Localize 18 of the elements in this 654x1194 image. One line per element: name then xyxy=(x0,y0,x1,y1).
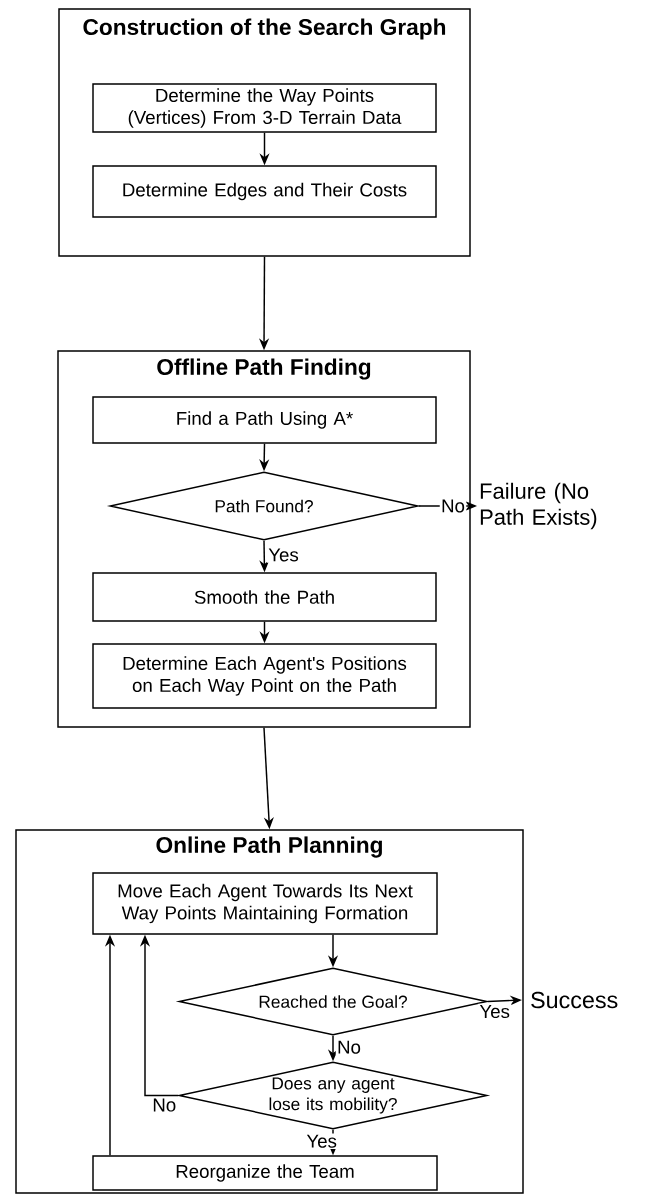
group-title: Online Path Planning xyxy=(156,836,382,858)
process-box: Determine Each Agent's Positions on Each Way Point on the Path xyxy=(92,643,437,709)
process-box: Determine the Way Points (Vertices) From 3-D Terrain Data xyxy=(92,83,437,133)
group-title: Construction of the Search Graph xyxy=(83,18,446,40)
edge-label: No xyxy=(439,498,467,514)
edge-label: No xyxy=(151,1097,178,1113)
edge-label: Yes xyxy=(266,547,301,563)
edge-label: Yes xyxy=(305,1133,339,1150)
process-box: Smooth the Path xyxy=(92,572,437,622)
edge-label: No xyxy=(335,1039,363,1056)
process-box: Determine Edges and Their Costs xyxy=(92,165,437,218)
process-box: Find a Path Using A* xyxy=(92,396,437,444)
outcome-text: Success xyxy=(531,991,618,1009)
process-box: Reorganize the Team xyxy=(92,1155,438,1191)
outcome-text: Failure (No Path Exists) xyxy=(480,482,597,530)
group-title: Offline Path Finding xyxy=(157,358,371,380)
process-box: Move Each Agent Towards Its Next Way Points Maintaining Formation xyxy=(92,872,438,935)
edge-label: Yes xyxy=(478,1003,512,1020)
